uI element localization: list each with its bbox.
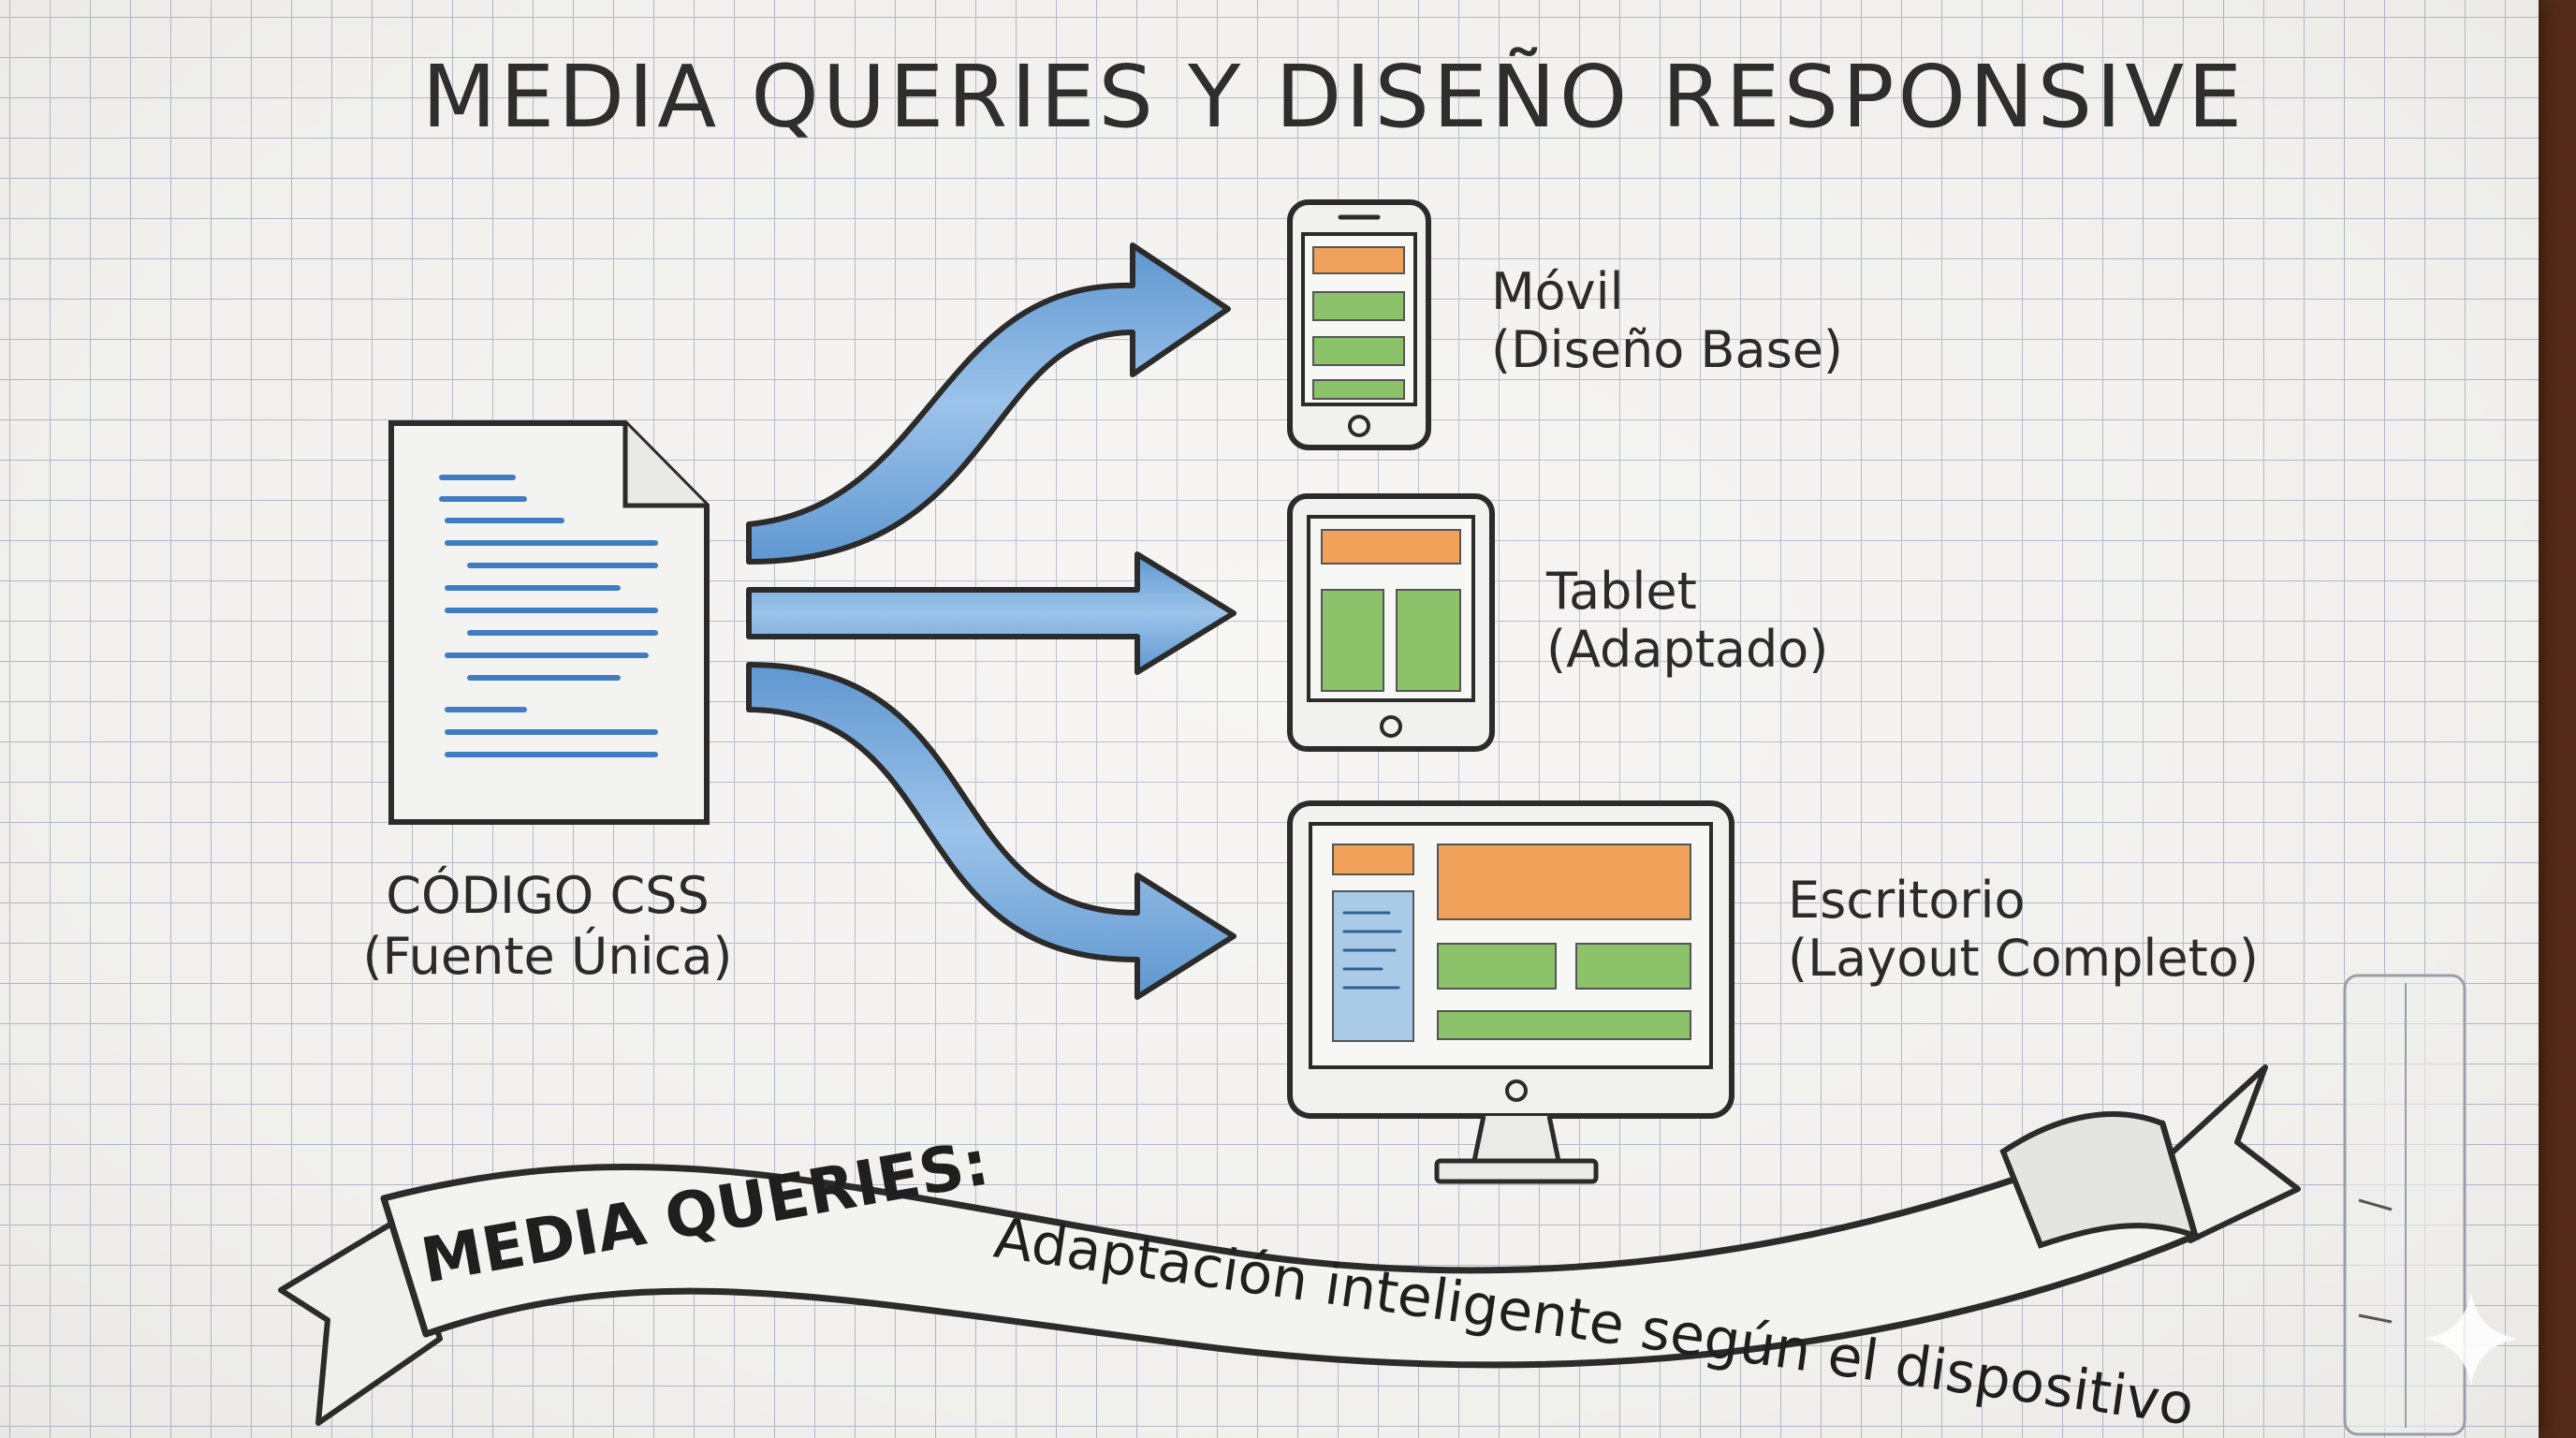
source-label-line1: CÓDIGO CSS bbox=[386, 866, 710, 925]
device-name-desktop: Escritorio bbox=[1788, 871, 2026, 930]
css-document-icon bbox=[388, 420, 710, 825]
mobile-device-icon bbox=[1287, 199, 1431, 450]
source-label-line2: (Fuente Única) bbox=[362, 927, 732, 986]
device-detail-tablet: (Adaptado) bbox=[1546, 620, 1828, 679]
arrow-to-desktop bbox=[746, 662, 1237, 1000]
arrow-to-tablet bbox=[746, 551, 1237, 675]
device-name-tablet: Tablet bbox=[1545, 562, 1697, 621]
device-name-mobile: Móvil bbox=[1491, 262, 1624, 321]
ribbon-banner bbox=[278, 1064, 2301, 1426]
arrow-to-mobile bbox=[746, 242, 1231, 565]
ruler bbox=[2343, 974, 2466, 1436]
device-detail-mobile: (Diseño Base) bbox=[1491, 320, 1843, 379]
tablet-device-icon bbox=[1287, 493, 1495, 752]
page-title: MEDIA QUERIES Y DISEÑO RESPONSIVE bbox=[422, 46, 2247, 147]
sparkle-icon bbox=[2424, 1292, 2518, 1386]
device-detail-desktop: (Layout Completo) bbox=[1788, 929, 2259, 988]
desktop-monitor-icon bbox=[1287, 800, 1734, 1184]
